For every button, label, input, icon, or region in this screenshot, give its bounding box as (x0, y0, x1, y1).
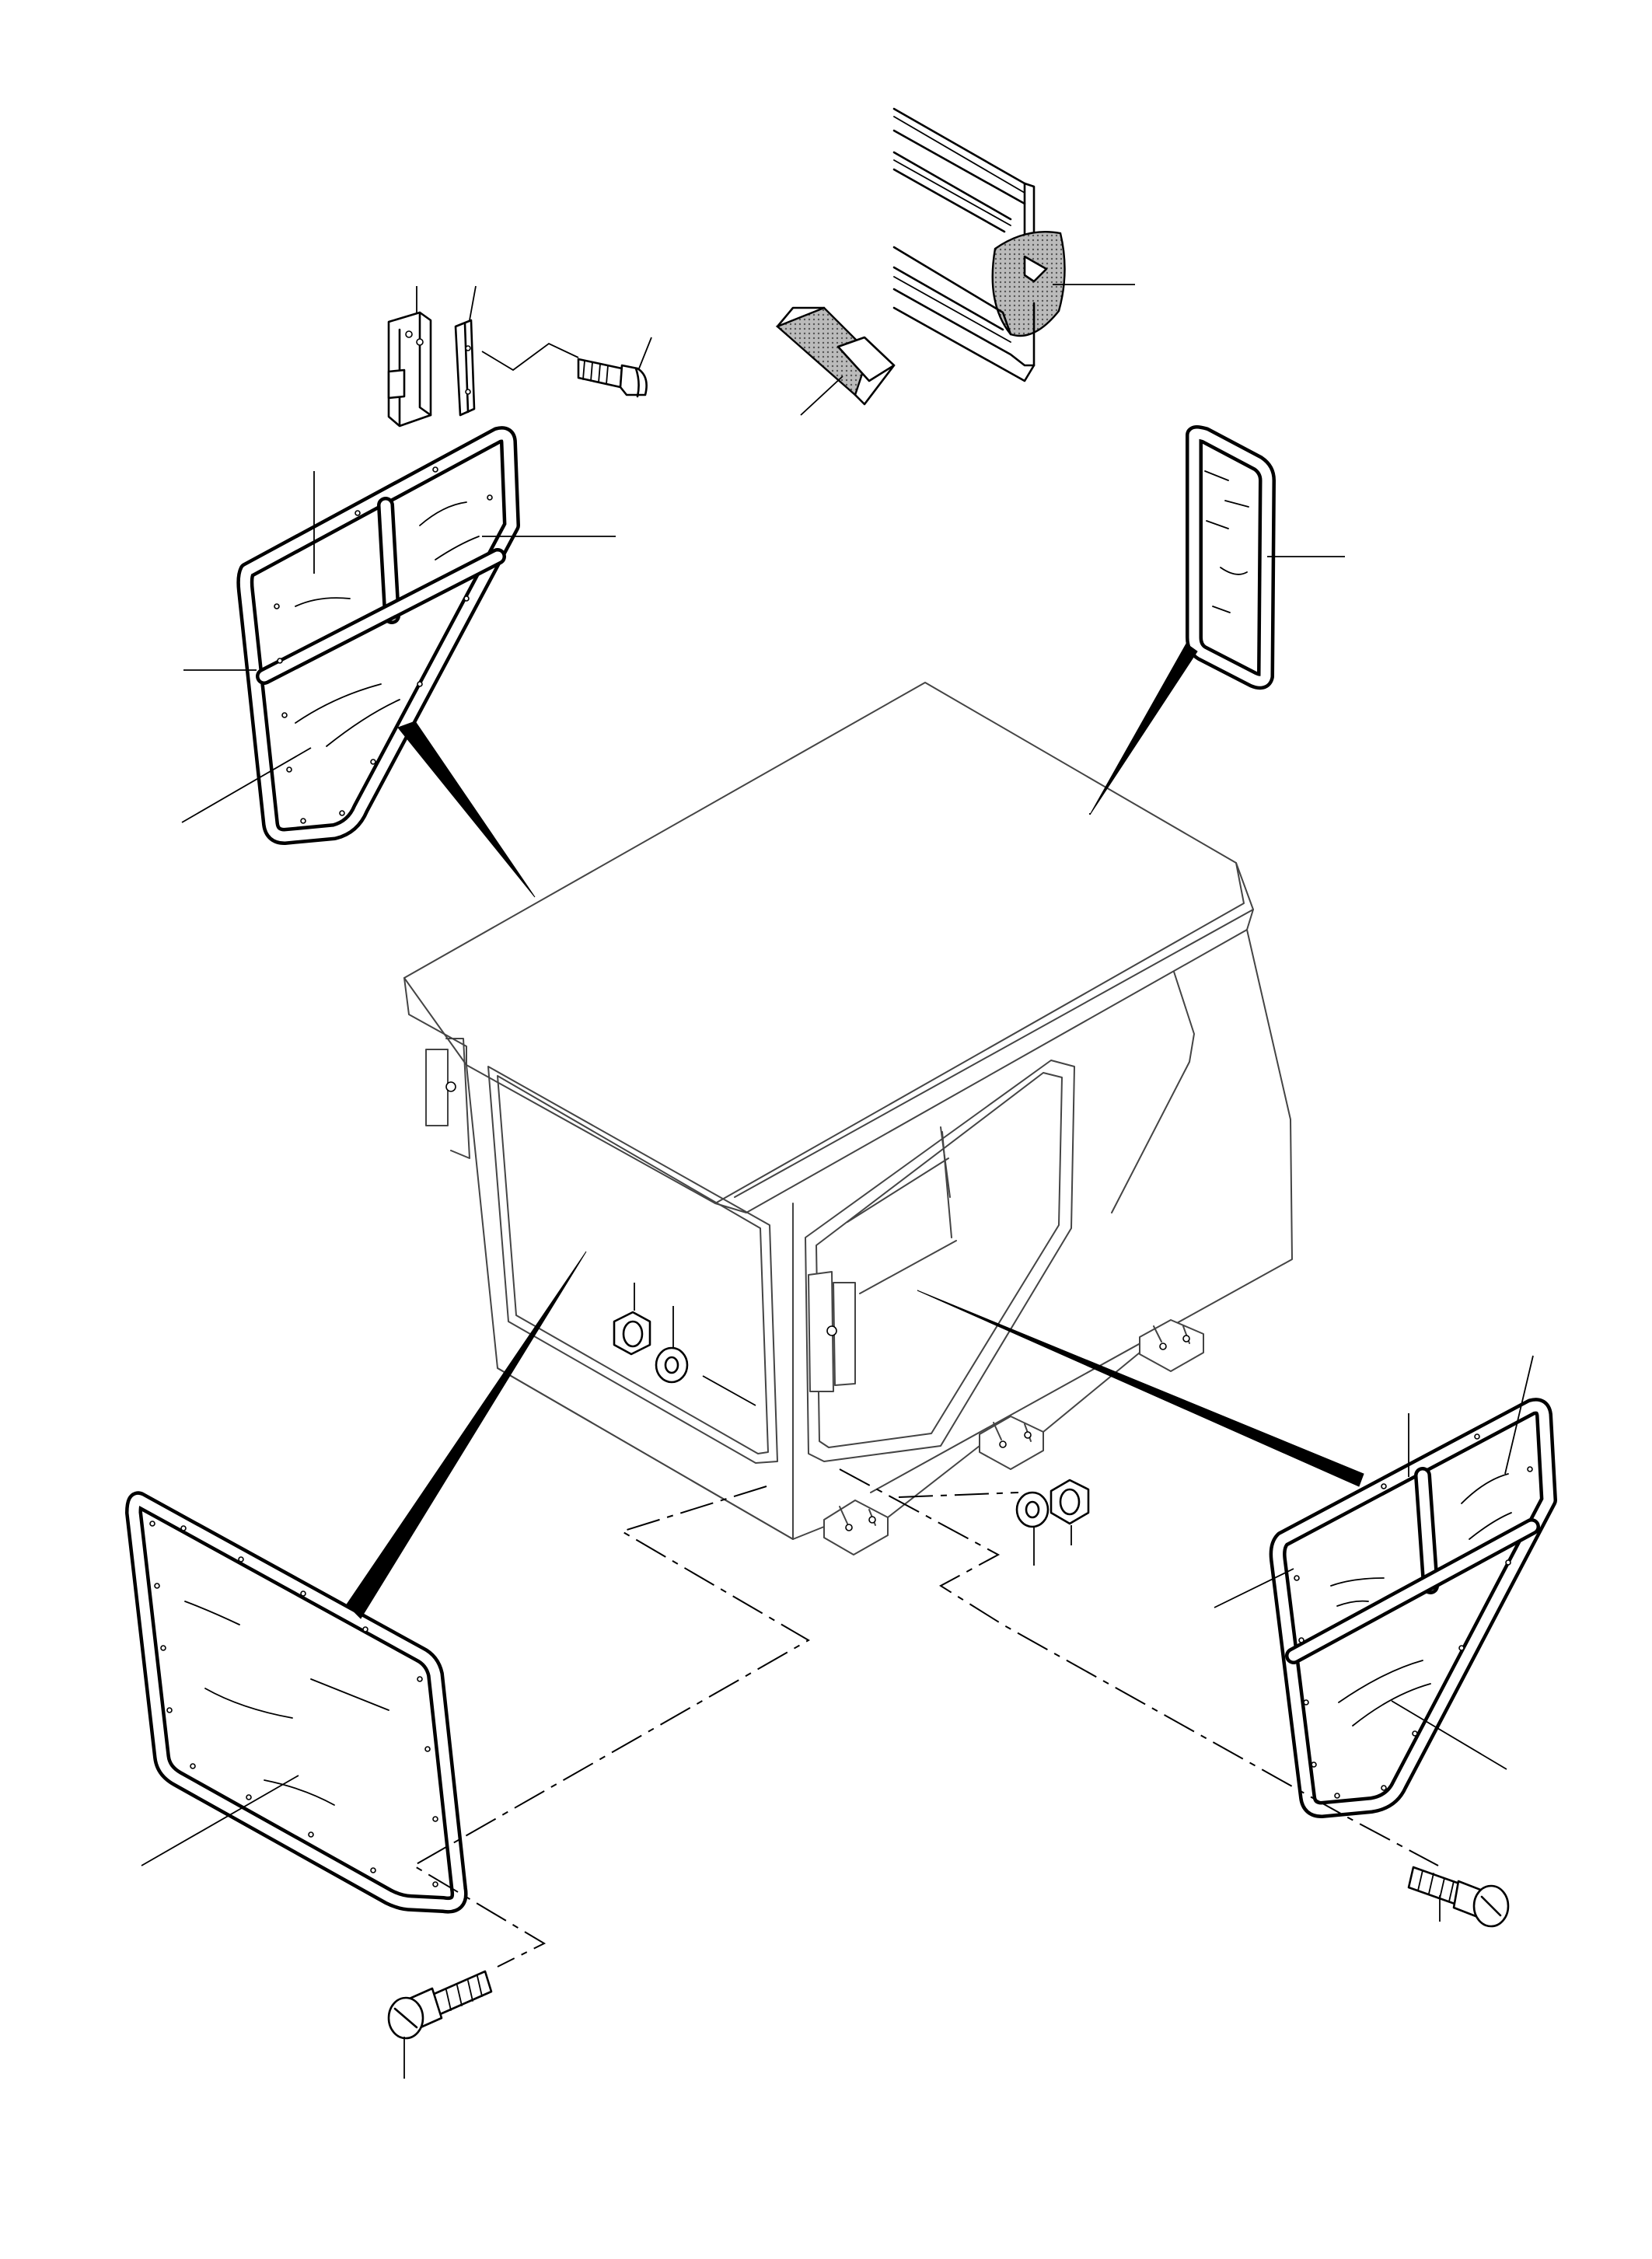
seal-profile-detail (892, 107, 1066, 382)
rear-window (1186, 425, 1276, 690)
cab-body (403, 682, 1293, 1555)
leader-lines (141, 284, 1534, 2079)
front-windscreen (125, 1491, 468, 1914)
side-window-upper-left (236, 426, 520, 845)
nut-washer-front (613, 1311, 689, 1384)
latch-clips (387, 311, 476, 428)
screw-small-top (577, 358, 648, 398)
nut-washer-side (1015, 1479, 1090, 1528)
side-window-lower-right (1269, 1398, 1557, 1818)
assembly-paths (412, 1468, 1439, 1967)
explosion-arrows (346, 643, 1364, 1619)
screw-bottom-right (1407, 1866, 1510, 1928)
seal-strip (775, 306, 896, 406)
screw-bottom-left (387, 1970, 493, 2040)
